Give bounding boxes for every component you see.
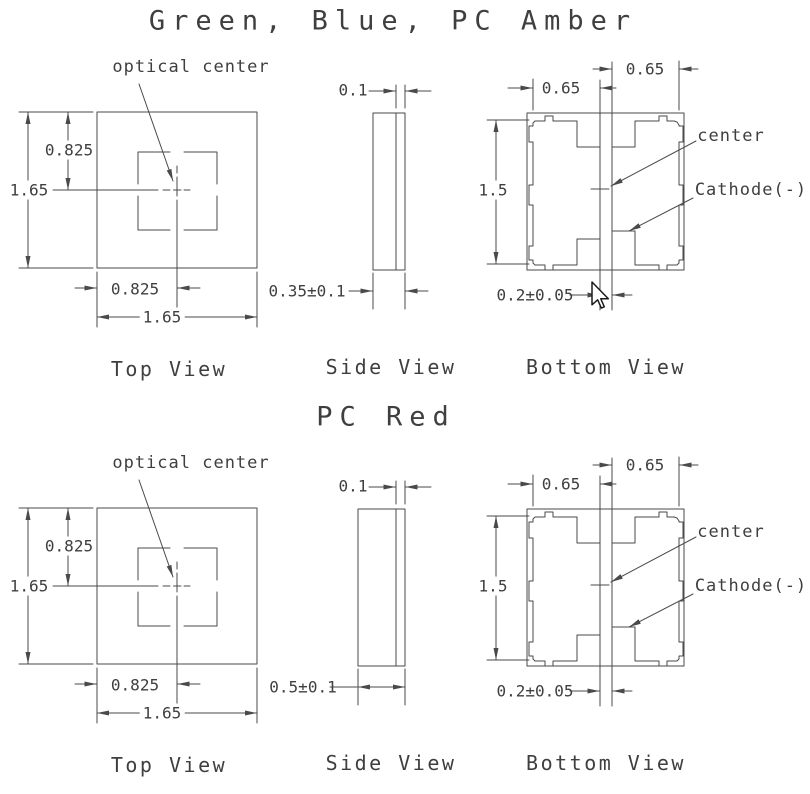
dim-pad-width-right: 0.65	[625, 455, 665, 475]
optical-center-label: optical center	[112, 453, 270, 473]
top-view-label: Top View	[110, 753, 228, 777]
dim-overall-width: 1.65	[139, 703, 185, 723]
dim-pad-width-right: 0.65	[625, 59, 665, 79]
dim-pad-width-left: 0.65	[541, 474, 581, 494]
dim-lens-offset: 0.1	[338, 80, 368, 100]
dim-half-width: 0.825	[110, 675, 160, 695]
cathode-label: Cathode(-)	[694, 180, 808, 200]
center-label: center	[697, 126, 765, 146]
cathode-label: Cathode(-)	[694, 576, 808, 596]
dim-pad-gap: 0.2±0.05	[496, 285, 574, 305]
dim-half-height: 0.825	[41, 536, 97, 556]
section1-top-view-drawing	[18, 83, 258, 328]
dim-pad-height: 1.5	[475, 180, 511, 200]
section1-side-view-drawing	[348, 84, 432, 310]
mouse-cursor-icon	[591, 281, 610, 309]
cathode-pad	[611, 115, 684, 271]
dim-pad-width-left: 0.65	[541, 78, 581, 98]
section1-bottom-view-drawing	[486, 60, 699, 311]
dim-overall-height: 1.65	[6, 180, 52, 200]
dim-pad-height: 1.5	[475, 576, 511, 596]
cathode-pad	[611, 511, 684, 667]
dim-half-width: 0.825	[110, 279, 160, 299]
anode-pad	[528, 511, 601, 667]
section2-bottom-view-drawing	[486, 456, 699, 707]
section2-title: PC Red	[316, 401, 456, 433]
section1-title: Green, Blue, PC Amber	[148, 5, 638, 37]
dim-pad-gap: 0.2±0.05	[496, 681, 574, 701]
dim-half-height: 0.825	[41, 140, 97, 160]
side-view-label: Side View	[325, 751, 457, 775]
section2-side-view-drawing	[329, 480, 432, 706]
side-view-label: Side View	[325, 355, 457, 379]
bottom-view-label: Bottom View	[526, 751, 686, 775]
dim-thickness: 0.35±0.1	[268, 281, 346, 301]
optical-center-label: optical center	[112, 57, 270, 77]
bottom-view-label: Bottom View	[526, 355, 686, 379]
dim-overall-width: 1.65	[139, 307, 185, 327]
dim-thickness: 0.5±0.1	[269, 677, 337, 697]
top-view-label: Top View	[110, 357, 228, 381]
dim-lens-offset: 0.1	[338, 476, 368, 496]
anode-pad	[528, 115, 601, 271]
dim-overall-height: 1.65	[6, 576, 52, 596]
center-label: center	[697, 522, 765, 542]
